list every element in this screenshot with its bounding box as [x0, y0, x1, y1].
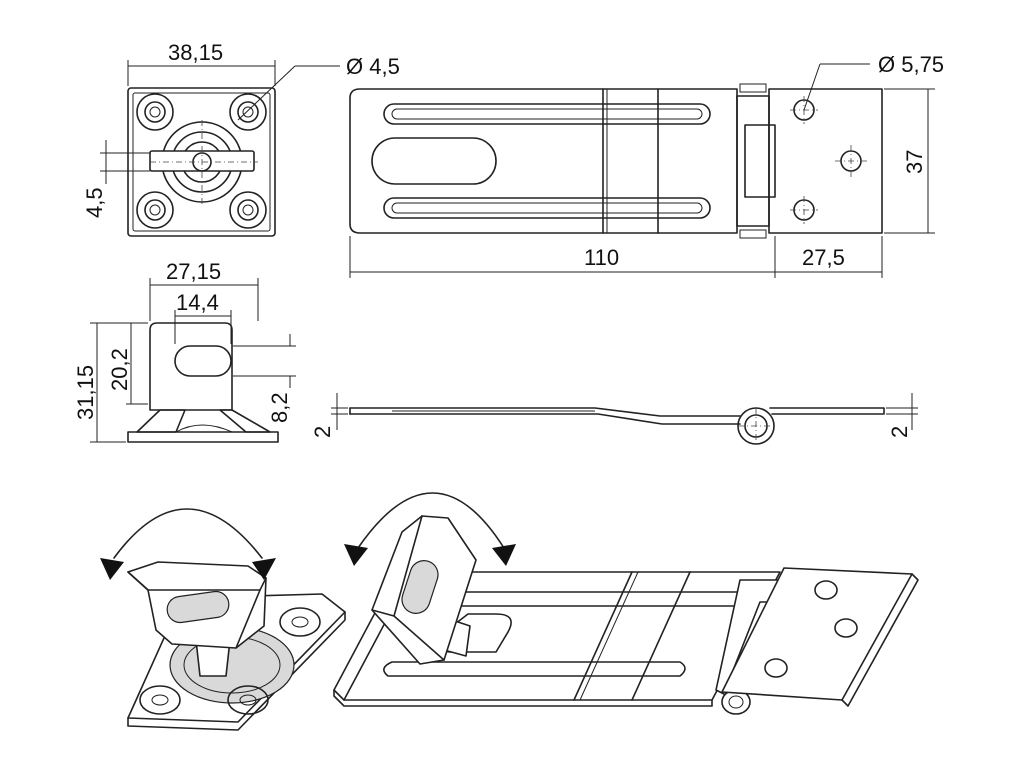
dim-height-right: 37 [902, 150, 927, 174]
dim-thickness-right: 2 [887, 426, 912, 438]
right-rotation-arrow [357, 492, 505, 549]
iso-leaf-hole-2 [834, 618, 858, 638]
corner-hole-bl [136, 191, 174, 229]
dim-staple-slot-height: 8,2 [267, 392, 292, 423]
left-rotation-arrow [113, 508, 263, 559]
leaf-hole-middle [835, 145, 867, 177]
dim-base-slot: 4,5 [82, 187, 107, 218]
hasp-top-view: Ø 5,75 37 110 27,5 [349, 52, 944, 278]
dim-length-hinge: 27,5 [802, 245, 845, 270]
iso-base-hole-1 [139, 685, 181, 715]
dim-hole-small: Ø 4,5 [346, 54, 400, 79]
dim-staple-height-upper: 20,2 [107, 348, 132, 391]
corner-hole-br [229, 191, 267, 229]
iso-leaf-hole-1 [814, 580, 838, 600]
dim-hole-large: Ø 5,75 [878, 52, 944, 77]
iso-base-hole-2 [227, 685, 269, 715]
dim-staple-slot: 14,4 [176, 290, 219, 315]
staple-isometric-view [100, 508, 346, 731]
dim-base-width: 38,15 [168, 40, 223, 65]
staple-base-top-view: 38,15 Ø 4,5 4,5 [82, 40, 400, 237]
dim-length-main: 110 [584, 245, 619, 270]
staple-side-view: 27,15 14,4 31,15 20,2 8,2 [73, 259, 296, 443]
dim-staple-height-total: 31,15 [73, 365, 98, 420]
corner-hole-tr [229, 93, 267, 131]
leaf-hole-bottom [790, 196, 818, 224]
dim-staple-width: 27,15 [166, 259, 221, 284]
dim-thickness-left: 2 [310, 426, 335, 438]
iso-leaf-hole-3 [764, 658, 788, 678]
hasp-isometric-view [333, 492, 919, 715]
hasp-side-view: 2 2 [310, 393, 918, 445]
iso-base-hole-3 [279, 607, 321, 637]
corner-hole-tl [136, 93, 174, 131]
